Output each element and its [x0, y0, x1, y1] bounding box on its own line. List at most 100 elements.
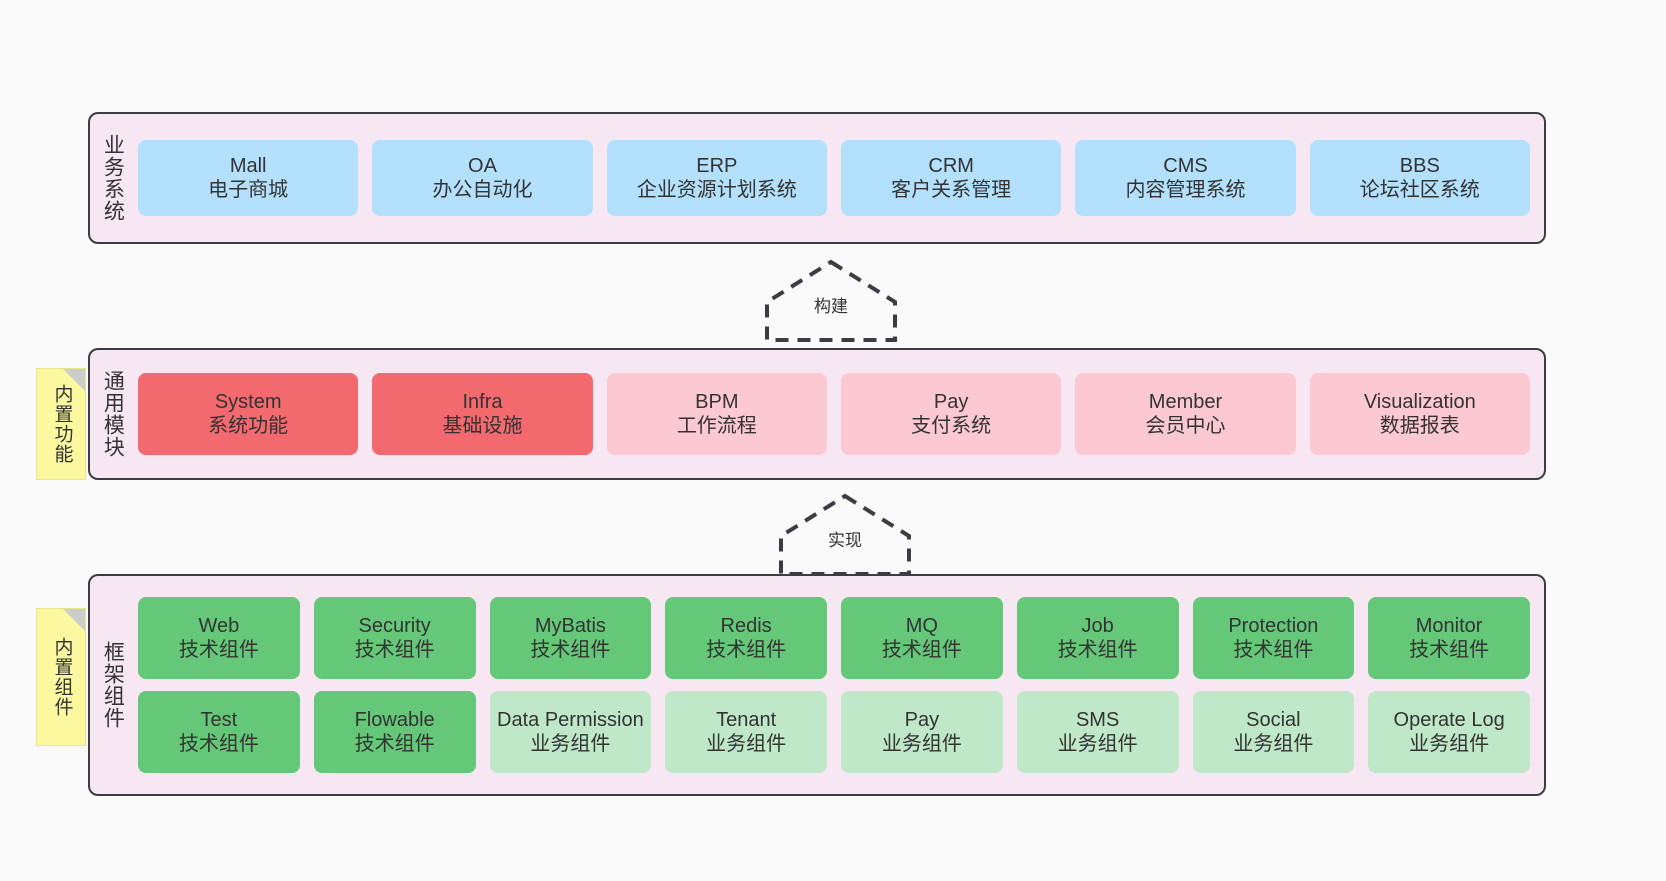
card-title-en: BPM	[695, 390, 739, 413]
card-title-en: Flowable	[354, 708, 435, 731]
card-member[interactable]: Member 会员中心	[1075, 373, 1296, 455]
card-bpm[interactable]: BPM 工作流程	[606, 373, 827, 455]
card-title-cn: 业务组件	[881, 733, 962, 755]
card-title-en: Data Permission	[497, 708, 644, 731]
card-mybatis[interactable]: MyBatis 技术组件	[489, 597, 652, 679]
layer-title-common-modules: 通用模块	[101, 370, 125, 458]
card-tenant[interactable]: Tenant 业务组件	[665, 691, 827, 773]
card-bbs[interactable]: BBS 论坛社区系统	[1309, 140, 1530, 216]
card-visualization[interactable]: Visualization 数据报表	[1309, 373, 1530, 455]
card-pay-component[interactable]: Pay 业务组件	[841, 691, 1003, 773]
card-row: Test 技术组件 Flowable 技术组件 Data Permission …	[138, 691, 1530, 773]
card-title-cn: 电子商城	[208, 179, 289, 201]
card-data-permission[interactable]: Data Permission 业务组件	[489, 691, 652, 773]
card-title-cn: 支付系统	[911, 415, 992, 437]
card-title-en: ERP	[696, 154, 738, 177]
card-title-cn: 技术组件	[354, 733, 435, 755]
card-title-en: MyBatis	[534, 614, 606, 637]
card-title-cn: 业务组件	[530, 733, 611, 755]
card-title-en: MQ	[905, 614, 938, 637]
card-job[interactable]: Job 技术组件	[1016, 597, 1179, 679]
card-title-cn: 客户关系管理	[891, 179, 1012, 201]
card-title-en: Test	[200, 708, 238, 731]
sticky-note-builtin-function[interactable]: 内置功能	[36, 368, 86, 480]
card-web[interactable]: Web 技术组件	[138, 597, 300, 679]
card-title-cn: 技术组件	[530, 639, 611, 661]
card-infra[interactable]: Infra 基础设施	[372, 373, 593, 455]
card-title-en: System	[214, 390, 282, 413]
layer-title-business-system: 业务系统	[101, 134, 125, 222]
card-mq[interactable]: MQ 技术组件	[841, 597, 1003, 679]
connector-implement[interactable]: 实现	[770, 492, 920, 578]
card-title-cn: 业务组件	[706, 733, 787, 755]
layer-common-modules[interactable]: 通用模块 System 系统功能 Infra 基础设施 BPM 工作流程 Pay…	[88, 348, 1546, 480]
card-title-cn: 论坛社区系统	[1359, 179, 1480, 201]
card-title-cn: 技术组件	[178, 639, 259, 661]
card-monitor[interactable]: Monitor 技术组件	[1368, 597, 1530, 679]
card-erp[interactable]: ERP 企业资源计划系统	[606, 140, 827, 216]
connector-build[interactable]: 构建	[756, 258, 906, 344]
connector-label: 实现	[826, 526, 864, 551]
card-title-cn: 内容管理系统	[1125, 179, 1246, 201]
card-title-en: Pay	[933, 390, 969, 413]
card-title-cn: 办公自动化	[432, 179, 533, 201]
card-test[interactable]: Test 技术组件	[138, 691, 300, 773]
card-redis[interactable]: Redis 技术组件	[665, 597, 827, 679]
note-fold-corner-icon	[63, 369, 85, 391]
card-title-en: Operate Log	[1393, 708, 1505, 731]
card-title-cn: 技术组件	[706, 639, 787, 661]
card-title-en: Web	[198, 614, 240, 637]
layer-body-framework-components: Web 技术组件 Security 技术组件 MyBatis 技术组件 Redi…	[134, 576, 1544, 794]
card-title-en: Redis	[720, 614, 772, 637]
card-oa[interactable]: OA 办公自动化	[372, 140, 593, 216]
card-title-en: Visualization	[1363, 390, 1476, 413]
card-title-cn: 技术组件	[1233, 639, 1314, 661]
card-title-en: Job	[1081, 614, 1114, 637]
layer-body-common-modules: System 系统功能 Infra 基础设施 BPM 工作流程 Pay 支付系统…	[134, 350, 1544, 478]
layer-body-business-system: Mall 电子商城 OA 办公自动化 ERP 企业资源计划系统 CRM 客户关系…	[134, 114, 1544, 242]
card-pay-module[interactable]: Pay 支付系统	[840, 373, 1062, 455]
card-flowable[interactable]: Flowable 技术组件	[313, 691, 476, 773]
card-sms[interactable]: SMS 业务组件	[1016, 691, 1179, 773]
card-row: Web 技术组件 Security 技术组件 MyBatis 技术组件 Redi…	[138, 597, 1530, 679]
card-title-cn: 数据报表	[1379, 415, 1460, 437]
card-crm[interactable]: CRM 客户关系管理	[840, 140, 1062, 216]
card-title-en: Mall	[229, 154, 267, 177]
generalization-arrow-icon	[765, 259, 897, 342]
card-title-en: SMS	[1075, 708, 1120, 731]
card-row: Mall 电子商城 OA 办公自动化 ERP 企业资源计划系统 CRM 客户关系…	[138, 140, 1530, 216]
sticky-note-label: 内置组件	[51, 637, 73, 717]
layer-framework-components[interactable]: 框架组件 Web 技术组件 Security 技术组件 MyBatis 技术组件…	[88, 574, 1546, 796]
card-title-en: Pay	[904, 708, 940, 731]
card-cms[interactable]: CMS 内容管理系统	[1075, 140, 1296, 216]
card-title-en: CRM	[928, 154, 974, 177]
card-title-en: Member	[1148, 390, 1223, 413]
card-title-cn: 基础设施	[442, 415, 523, 437]
connector-label: 构建	[812, 292, 850, 317]
card-social[interactable]: Social 业务组件	[1192, 691, 1355, 773]
card-row: System 系统功能 Infra 基础设施 BPM 工作流程 Pay 支付系统…	[138, 373, 1530, 455]
card-title-en: Tenant	[716, 708, 777, 731]
card-title-cn: 技术组件	[178, 733, 259, 755]
card-system[interactable]: System 系统功能	[138, 373, 359, 455]
card-title-cn: 技术组件	[881, 639, 962, 661]
card-title-en: Social	[1246, 708, 1301, 731]
card-title-cn: 业务组件	[1057, 733, 1138, 755]
card-title-en: Protection	[1228, 614, 1319, 637]
card-title-cn: 技术组件	[1057, 639, 1138, 661]
sticky-note-label: 内置功能	[51, 384, 73, 464]
card-security[interactable]: Security 技术组件	[313, 597, 476, 679]
card-title-en: CMS	[1163, 154, 1208, 177]
card-operate-log[interactable]: Operate Log 业务组件	[1368, 691, 1530, 773]
card-mall[interactable]: Mall 电子商城	[138, 140, 359, 216]
card-title-en: OA	[468, 154, 497, 177]
layer-business-system[interactable]: 业务系统 Mall 电子商城 OA 办公自动化 ERP 企业资源计划系统 CRM…	[88, 112, 1546, 244]
card-title-en: BBS	[1399, 154, 1440, 177]
card-title-cn: 业务组件	[1233, 733, 1314, 755]
sticky-note-builtin-component[interactable]: 内置组件	[36, 608, 86, 746]
card-title-cn: 企业资源计划系统	[636, 179, 797, 201]
card-protection[interactable]: Protection 技术组件	[1192, 597, 1355, 679]
card-title-en: Infra	[462, 390, 503, 413]
card-title-cn: 会员中心	[1145, 415, 1226, 437]
